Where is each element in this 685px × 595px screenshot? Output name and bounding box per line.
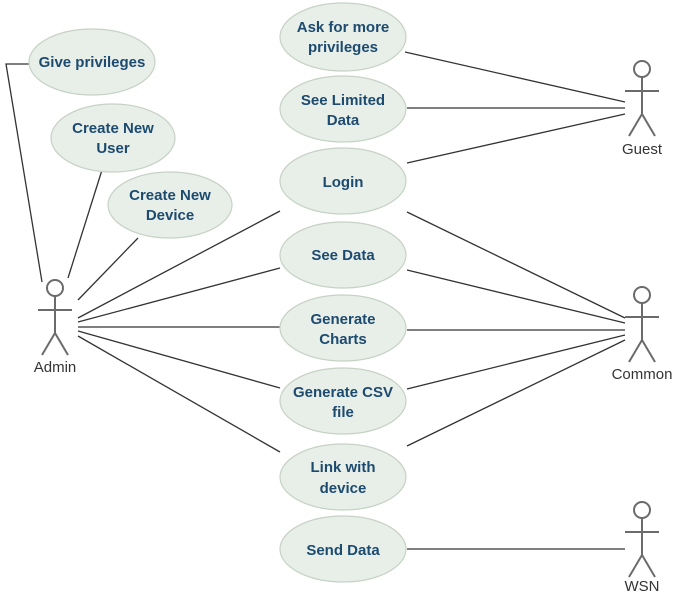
use-case-create-new-user[interactable]: Create New User: [50, 103, 176, 173]
assoc-admin-see-data: [77, 267, 281, 323]
use-case-label-line-2: User: [96, 140, 130, 157]
stick-figure-icon: [38, 279, 72, 356]
use-case-see-limited-data[interactable]: See Limited Data: [279, 75, 407, 143]
use-case-label-line-1: Generate CSV: [293, 384, 393, 401]
assoc-admin-create-new-device: [77, 237, 139, 301]
use-case-send-data[interactable]: Send Data: [279, 515, 407, 583]
use-case-see-data[interactable]: See Data: [279, 221, 407, 289]
use-case-link-with-device[interactable]: Link with device: [279, 443, 407, 511]
use-case-label-line-1: Link with: [311, 459, 376, 476]
assoc-common-generate-csv: [406, 334, 626, 390]
assoc-guest-login: [406, 113, 626, 164]
use-case-label-line-2: device: [320, 480, 367, 497]
use-case-label: See Data: [311, 247, 375, 264]
use-case-label-line-2: Data: [327, 112, 360, 129]
use-case-give-privileges[interactable]: Give privileges: [28, 28, 156, 96]
use-case-label-line-2: file: [332, 404, 354, 421]
use-case-generate-csv-file[interactable]: Generate CSV file: [279, 367, 407, 435]
stick-figure-icon: [625, 286, 659, 363]
use-case-label: Login: [323, 174, 364, 191]
actor-label: Guest: [622, 141, 663, 158]
actor-admin[interactable]: Admin: [34, 279, 77, 376]
assoc-admin-generate-csv: [77, 330, 281, 389]
use-case-label-line-1: See Limited: [301, 92, 385, 109]
actor-label: Common: [612, 366, 673, 383]
assoc-admin-link-with-device: [77, 335, 281, 453]
use-case-label-line-1: Create New: [72, 120, 154, 137]
use-case-label: Send Data: [306, 542, 380, 559]
actor-wsn[interactable]: WSN: [625, 501, 660, 595]
stick-figure-icon: [625, 501, 659, 578]
use-case-label-line-2: Device: [146, 207, 194, 224]
assoc-admin-create-new-user: [67, 169, 103, 279]
assoc-guest-ask-privileges: [404, 51, 626, 103]
actor-label: WSN: [625, 578, 660, 595]
actor-common[interactable]: Common: [612, 286, 673, 383]
actor-label: Admin: [34, 359, 77, 376]
use-case-label-line-1: Generate: [310, 311, 375, 328]
use-case-label: Give privileges: [39, 54, 146, 71]
use-case-label-line-1: Create New: [129, 187, 211, 204]
actor-guest[interactable]: Guest: [622, 60, 663, 158]
use-case-label-line-1: Ask for more: [297, 19, 390, 36]
assoc-common-link-with-device: [406, 339, 626, 447]
use-case-login[interactable]: Login: [279, 147, 407, 215]
use-case-ask-for-more-privileges[interactable]: Ask for more privileges: [279, 2, 407, 72]
assoc-common-login: [406, 211, 626, 319]
associations: [5, 51, 626, 550]
stick-figure-icon: [625, 60, 659, 137]
use-case-label-line-2: Charts: [319, 331, 367, 348]
use-case-label-line-2: privileges: [308, 39, 378, 56]
use-case-create-new-device[interactable]: Create New Device: [107, 171, 233, 239]
use-case-generate-charts[interactable]: Generate Charts: [279, 294, 407, 362]
assoc-admin-login: [77, 210, 281, 319]
assoc-common-see-data: [406, 269, 626, 324]
assoc-admin-give-privileges: [5, 63, 43, 283]
